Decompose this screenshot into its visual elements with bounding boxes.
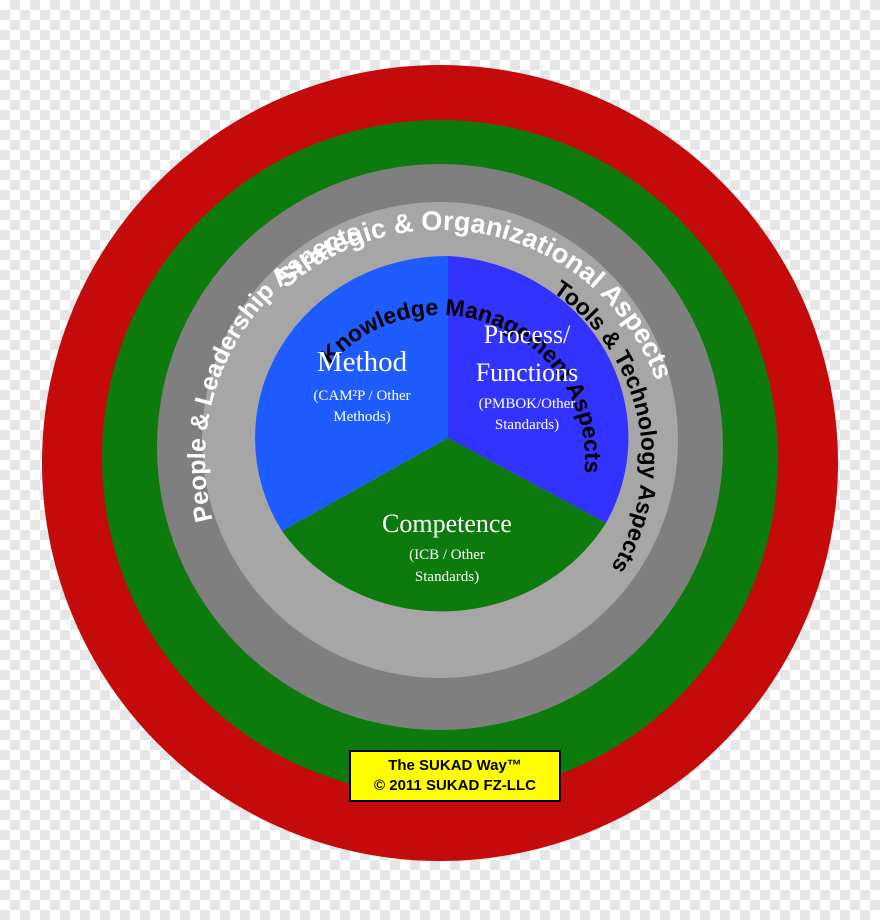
method-sector: [255, 255, 448, 531]
competence-title: Competence: [382, 509, 512, 538]
copyright-box: The SUKAD Way™ © 2011 SUKAD FZ-LLC: [349, 750, 561, 802]
process-sector: [448, 256, 629, 523]
process-sub-1: (PMBOK/Other: [479, 396, 576, 412]
process-title-2: Functions: [476, 358, 579, 387]
competence-sub-2: Standards): [415, 569, 479, 585]
copyright-line-2: © 2011 SUKAD FZ-LLC: [374, 777, 536, 794]
process-title-1: Process/: [484, 320, 571, 349]
competence-sub-1: (ICB / Other: [409, 547, 485, 563]
method-sub-2: Methods): [333, 409, 391, 425]
method-sub-1: (CAM²P / Other: [313, 388, 410, 404]
competence-sector: [282, 438, 606, 612]
copyright-line-1: The SUKAD Way™: [388, 757, 522, 774]
process-sub-2: Standards): [495, 417, 559, 433]
method-title: Method: [317, 346, 408, 378]
